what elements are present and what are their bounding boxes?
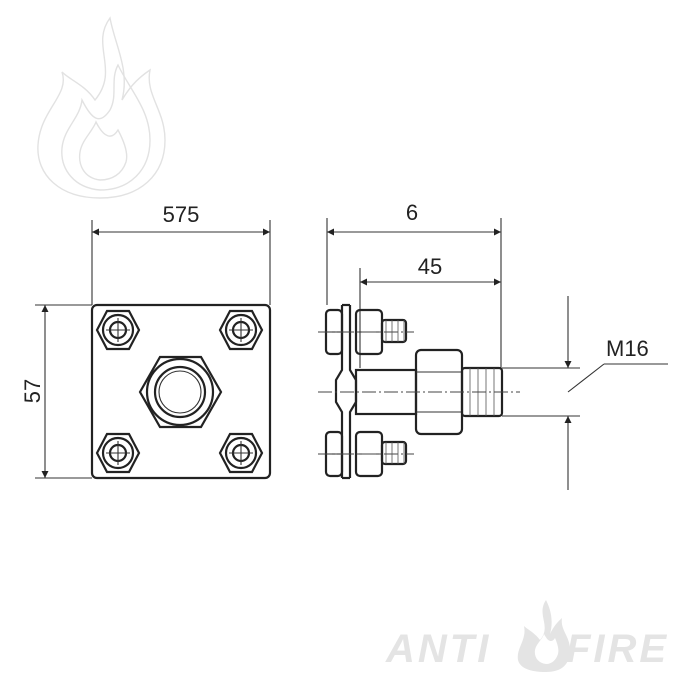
brand-text-left: ANTI [385,627,491,671]
brand-logo: ANTI FIRE [385,600,669,672]
front-view: 575 57 [20,202,272,480]
bolt-side-top [318,308,414,356]
bolt-length-dimension-label: 45 [418,254,442,279]
bolt-head-bottom-left [95,432,141,474]
plate-profile [334,303,358,480]
center-hex-nut [138,355,223,429]
bolt-head-top-right [218,309,264,351]
base-plate [90,303,272,480]
bolt-head-top-left [95,309,141,351]
total-length-dimension-label: 6 [406,200,418,225]
width-dimension-label: 575 [163,202,200,227]
flame-watermark-icon [37,16,166,199]
height-dimension-label: 57 [20,379,45,403]
brand-text-right: FIRE [566,627,669,671]
logo-flame-icon [517,600,570,672]
thread-label: M16 [606,336,649,361]
side-view: 6 45 [318,200,668,490]
bolt-head-bottom-right [218,432,264,474]
center-stud [318,348,520,436]
bolt-side-bottom [318,430,414,478]
